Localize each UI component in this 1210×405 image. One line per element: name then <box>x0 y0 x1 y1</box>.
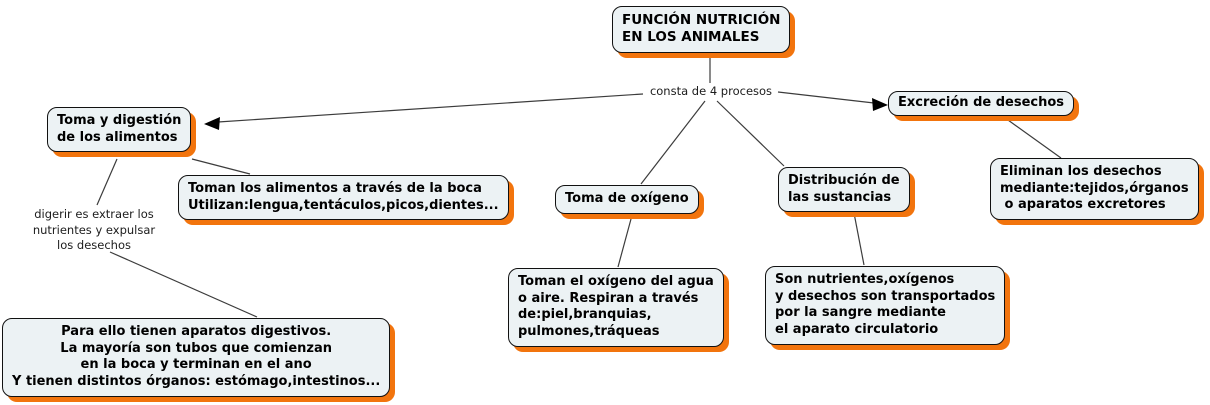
arrow-right-icon <box>872 98 888 111</box>
linking-phrase-consta-de-4-procesos[interactable]: consta de 4 procesos <box>649 84 773 98</box>
node-toma-de-oxigeno[interactable]: Toma de oxígeno <box>555 185 699 214</box>
connector-line <box>96 158 118 206</box>
arrow-left-icon <box>204 117 220 130</box>
node-excrecion-desechos[interactable]: Excreción de desechos <box>888 91 1075 116</box>
node-toma-y-digestion[interactable]: Toma y digestión de los alimentos <box>47 107 192 153</box>
node-aparatos-digestivos[interactable]: Para ello tienen aparatos digestivos. La… <box>2 318 391 397</box>
connector-line <box>191 158 251 175</box>
connector-line <box>640 100 706 185</box>
connector-line <box>109 251 258 318</box>
connector-line <box>1007 119 1062 159</box>
node-toman-los-alimentos[interactable]: Toman los alimentos a través de la boca … <box>178 175 509 221</box>
connector-line <box>617 218 632 268</box>
connector-line <box>777 91 875 104</box>
node-distribucion-sustancias[interactable]: Distribución de las sustancias <box>778 167 910 213</box>
node-transporte-sangre[interactable]: Son nutrientes,oxígenos y desechos son t… <box>765 266 1006 345</box>
node-funcion-nutricion[interactable]: FUNCIÓN NUTRICIÓN EN LOS ANIMALES <box>612 6 791 53</box>
linking-phrase-digerir[interactable]: digerir es extraer los nutrientes y expu… <box>32 207 156 253</box>
node-toman-el-oxigeno[interactable]: Toman el oxígeno del agua o aire. Respir… <box>508 268 724 347</box>
node-eliminan-desechos[interactable]: Eliminan los desechos mediante:tejidos,ó… <box>990 158 1199 220</box>
connector-line <box>716 100 785 167</box>
connector-line <box>853 212 865 266</box>
connector-line <box>217 93 644 123</box>
